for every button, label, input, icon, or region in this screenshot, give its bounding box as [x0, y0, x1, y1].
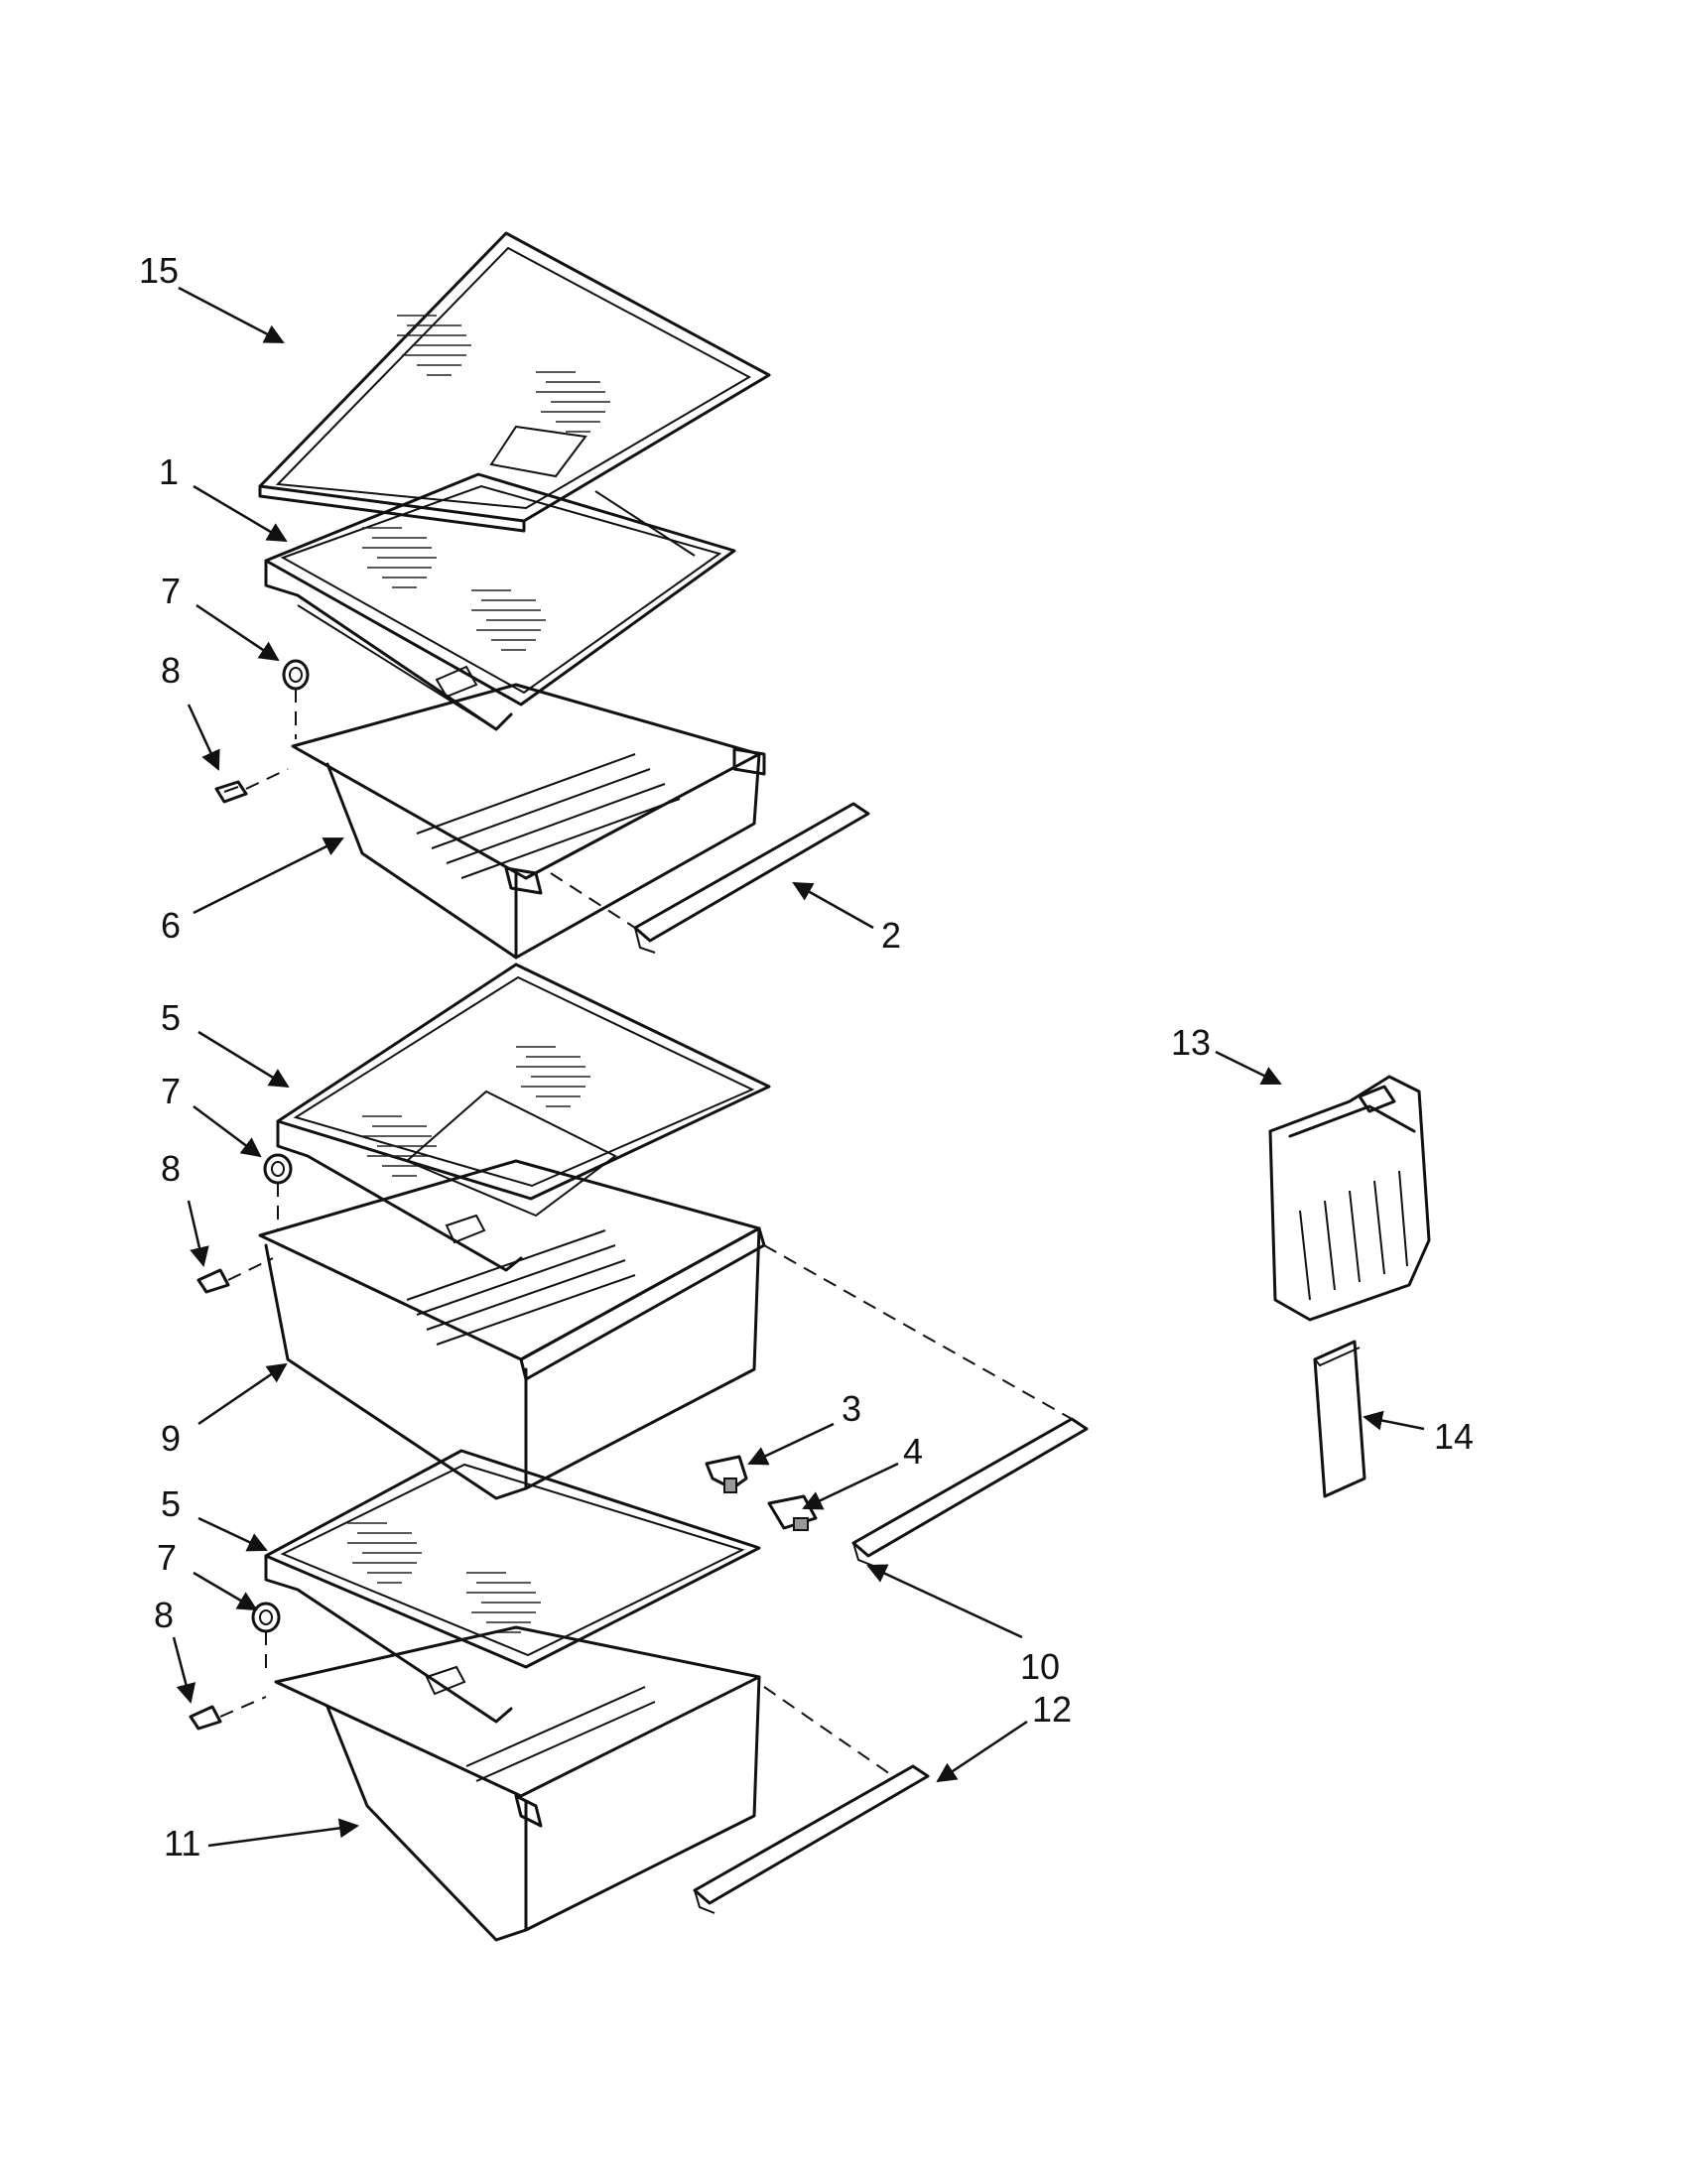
vent-cover-part-13: [1268, 1075, 1431, 1322]
callout-9: 9: [161, 1418, 181, 1459]
callout-8-top: 8: [161, 650, 181, 691]
callout-labels: 15 1 7 8 6 2 5 7 8 9 3 4 5 7 8 10 12 11 …: [139, 250, 1474, 1863]
callout-7-bottom: 7: [157, 1537, 177, 1578]
callout-6: 6: [161, 905, 181, 946]
screw-part-8-top: [214, 768, 289, 804]
crisper-drawer-part-6: [291, 683, 766, 960]
callout-10: 10: [1020, 1646, 1060, 1687]
callout-8-bottom: 8: [154, 1595, 174, 1635]
callout-3: 3: [842, 1388, 861, 1429]
crisper-cover-part-1: [264, 472, 736, 731]
roller-part-7-bottom: [251, 1602, 281, 1677]
callout-14: 14: [1434, 1416, 1474, 1457]
leader-lines: [172, 286, 1425, 1848]
callout-12: 12: [1032, 1689, 1072, 1730]
crisper-cover-part-5-lower: [264, 1449, 761, 1724]
crisper-drawer-part-11: [274, 1625, 894, 1942]
roller-part-7-middle: [263, 1153, 293, 1230]
callout-15: 15: [139, 250, 179, 291]
callout-5-lower: 5: [161, 1483, 181, 1524]
callout-4: 4: [903, 1431, 923, 1472]
screw-part-8-middle: [196, 1257, 274, 1294]
callout-1: 1: [159, 451, 179, 492]
callout-7-middle: 7: [161, 1071, 181, 1111]
callout-5-upper: 5: [161, 997, 181, 1038]
callout-8-middle: 8: [161, 1148, 181, 1189]
rail-part-12: [693, 1764, 930, 1914]
callout-13: 13: [1171, 1022, 1211, 1063]
rail-part-10: [851, 1417, 1089, 1567]
rail-part-2: [550, 802, 870, 954]
callout-11: 11: [164, 1823, 200, 1863]
callout-2: 2: [881, 915, 901, 956]
screw-part-8-bottom: [189, 1696, 267, 1731]
clip-part-3: [705, 1455, 748, 1493]
deli-drawer-part-9: [258, 1159, 1073, 1500]
callout-7-top: 7: [161, 571, 181, 611]
clip-part-4: [767, 1494, 818, 1531]
filter-part-14: [1313, 1340, 1366, 1498]
roller-part-7-top: [282, 659, 310, 739]
crisper-cover-part-5-upper: [276, 963, 771, 1272]
